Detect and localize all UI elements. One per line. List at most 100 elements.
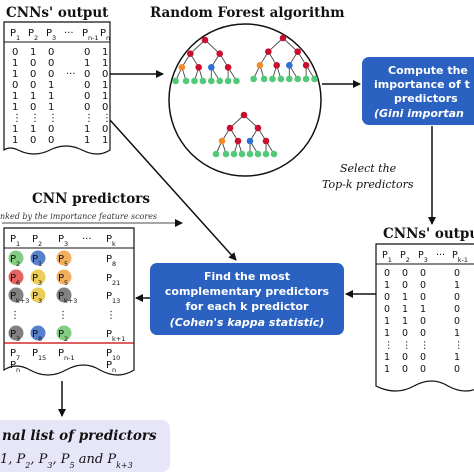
tree-node	[250, 75, 257, 83]
table-cell: P8	[106, 254, 116, 268]
table-cell: 0	[402, 364, 408, 375]
column-header: P1	[10, 28, 20, 42]
table-cell: 1	[454, 328, 460, 339]
table-cell: 0	[420, 280, 426, 291]
table-cell: P15	[32, 348, 46, 362]
table-cell: 0	[454, 364, 460, 375]
column-header: P2	[32, 234, 42, 248]
table-cell: 0	[30, 102, 36, 113]
column-header: P3	[46, 28, 56, 42]
tree-node	[254, 150, 262, 158]
tree-node	[246, 150, 254, 158]
final-list: 1, P2, P3, P5 and Pk+3	[0, 452, 133, 470]
tree-node	[270, 150, 278, 158]
table-cell: 0	[420, 268, 426, 279]
table-cell: 1	[384, 316, 390, 327]
tree-node	[195, 64, 202, 71]
tree-node	[311, 75, 318, 83]
table-cell: P2	[10, 254, 20, 268]
table-cell: 0	[30, 80, 36, 91]
predictor-highlight-circle	[8, 250, 24, 266]
table-cell: 0	[84, 47, 90, 58]
predictor-highlight-circle	[30, 269, 46, 285]
predictor-highlight-circle	[56, 250, 72, 266]
table-cell: Pk+3	[58, 291, 77, 305]
find-line4: (Cohen's kappa statistic)	[170, 316, 325, 329]
tree-node	[246, 137, 254, 145]
tree-node	[224, 64, 232, 71]
table-cell: 0	[454, 292, 460, 303]
table-cell: 1	[102, 80, 108, 91]
table-cell: 0	[12, 47, 18, 58]
random-forest-header: Random Forest algorithm	[150, 5, 345, 21]
tree-node	[294, 48, 302, 55]
table-cell: P13	[106, 291, 120, 305]
table-cell: 0	[420, 352, 426, 363]
tree-node	[302, 62, 310, 69]
tree-node	[230, 150, 238, 158]
table-cell: 0	[420, 292, 426, 303]
find-complementary-box: Find the most complementary predictors f…	[150, 263, 344, 335]
column-header: P1	[10, 234, 20, 248]
table-cell: P21	[106, 273, 120, 287]
cnn-output-top-header: CNNs' output	[6, 5, 109, 21]
table-cell: P5	[58, 254, 68, 268]
table-cell: 1	[12, 124, 18, 135]
tree-edge	[189, 39, 206, 54]
tree-node	[265, 48, 272, 55]
table-cell: 0	[102, 102, 108, 113]
random-forest-circle	[168, 23, 322, 177]
tree-node	[224, 77, 232, 85]
table-cell: 1	[384, 352, 390, 363]
table-cell: ⋮	[58, 310, 68, 321]
table-cell: 1	[402, 316, 408, 327]
table-cell: 0	[420, 316, 426, 327]
table-cell: 0	[48, 124, 54, 135]
select-line1: Select the	[340, 162, 397, 175]
table-cell: 1	[48, 102, 54, 113]
table-cell: 1	[84, 124, 90, 135]
table-cell: ⋮	[84, 113, 94, 124]
tree-node	[286, 75, 293, 83]
tree-node	[216, 50, 223, 57]
tree-node	[269, 75, 276, 83]
table-cell: ⋮	[48, 113, 58, 124]
column-header: Pk	[106, 234, 116, 248]
table-cell: 1	[12, 69, 18, 80]
table-cell: 0	[454, 304, 460, 315]
table-cell: 0	[84, 80, 90, 91]
compute-line4: (Gini importan	[374, 107, 464, 120]
final-title: nal list of predictors	[2, 428, 157, 444]
predictor-highlight-circle	[8, 269, 24, 285]
compute-line2: importance of t	[374, 78, 470, 91]
predictor-highlight-circle	[30, 287, 46, 303]
predictor-highlight-circle	[56, 269, 72, 285]
tree-node	[254, 124, 262, 132]
table-cell: 1	[84, 135, 90, 146]
tree-node	[216, 77, 223, 85]
table-cell: P5	[58, 273, 68, 287]
tree-node	[191, 77, 198, 85]
tree-node	[199, 77, 207, 85]
tree-node	[294, 75, 302, 83]
tree-node	[178, 64, 186, 71]
tree-node	[226, 124, 234, 132]
tree-node	[218, 137, 226, 145]
table-cell: P1	[32, 254, 42, 268]
table-cell: 0	[30, 135, 36, 146]
tree-node	[302, 75, 310, 83]
column-header: Pn	[100, 28, 110, 42]
tree-node	[222, 150, 230, 158]
table-cell: ⋮	[106, 310, 116, 321]
column-header: Pk-1	[452, 250, 468, 264]
table-cell: 1	[12, 102, 18, 113]
column-header: ···	[436, 250, 445, 261]
tree-node	[273, 62, 281, 69]
table-cell: 1	[384, 328, 390, 339]
table-cell: 1	[102, 47, 108, 58]
